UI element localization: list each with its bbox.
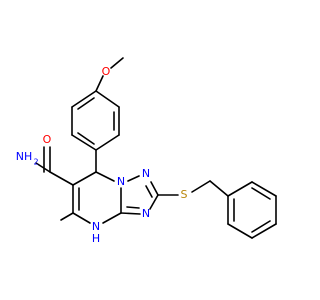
methoxy-oxygen-label: O [102, 65, 111, 78]
ring-nitrogen-1-label: N [117, 175, 125, 188]
bond-c2-n3 [149, 194, 159, 210]
bond-c5-methyl [60, 212, 74, 221]
amide-oxygen-label: O [43, 133, 52, 146]
bond-ph2-e [227, 223, 253, 239]
amide-nitrogen-label: NH 2 [16, 150, 39, 167]
bond-n1-c2-double [145, 185, 153, 198]
ring-nitrogen-2-label: N [142, 167, 150, 180]
ring-nh-n-text: N [92, 220, 100, 233]
sulfur-label: S [181, 188, 188, 201]
bond-ph1-inner-3 [77, 97, 95, 110]
bond-n3-c3a [120, 212, 141, 215]
bond-ph1-f [71, 90, 97, 108]
amide-nh-text: NH [16, 150, 33, 163]
bond-ph2-inner-2 [251, 220, 271, 233]
bond-o-aryl [95, 75, 104, 92]
bond-ph2-inner-1 [251, 187, 271, 200]
bond-ph2-a [227, 181, 253, 197]
bond-c5-n4 [72, 212, 91, 224]
bond-ch2-benzyl [209, 180, 229, 197]
bond-ph1-c [95, 134, 120, 151]
ring-nitrogen-3-label: N [142, 207, 150, 220]
bond-ph1-d [71, 134, 97, 151]
bond-n8-n1 [127, 175, 140, 182]
structure-svg: O O NH 2 N N N N H S [16, 57, 277, 245]
bond-c7-c6 [72, 171, 97, 186]
bond-ph1-a [95, 90, 120, 108]
bond-n4-c3a [102, 212, 122, 224]
bond-ph2-d [251, 223, 277, 239]
bond-ph2-b [251, 181, 277, 197]
bond-n3-c3a-double [126, 206, 140, 209]
bond-ph1-inner-2 [77, 132, 95, 145]
bond-camide-n [35, 162, 51, 173]
bond-n8-c7 [95, 171, 115, 182]
molecule-diagram: O O NH 2 N N N N H S [15, 57, 277, 245]
amide-nh-subscript: 2 [33, 158, 38, 167]
ring-nh-label: N H [92, 220, 100, 245]
bond-n1-c2 [150, 181, 159, 196]
ring-nh-h-text: H [92, 232, 100, 245]
bond-methyl-o [110, 57, 124, 69]
bond-c6-camide [49, 171, 74, 186]
bond-s-ch2 [191, 180, 211, 193]
